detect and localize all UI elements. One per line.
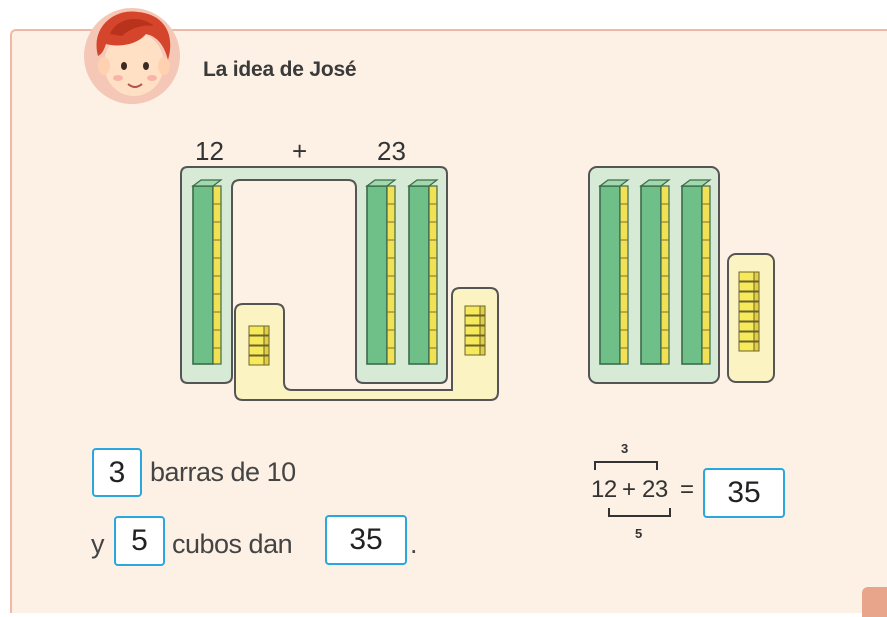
ten-rod-icon <box>640 179 670 365</box>
equation-result-box[interactable]: 35 <box>703 468 785 518</box>
tens-answer-box[interactable]: 3 <box>92 448 142 497</box>
tens-answer-value: 3 <box>108 455 126 489</box>
ten-rod-icon <box>681 179 711 365</box>
ones-label: cubos dan <box>172 529 293 559</box>
equation-addend-a: 12 <box>591 476 617 503</box>
unit-cubes-3 <box>464 305 486 356</box>
sum-answer-box[interactable]: 35 <box>325 515 407 565</box>
equation-plus: + <box>622 476 636 503</box>
equation-result-value: 35 <box>727 476 761 509</box>
line2-prefix: y <box>91 529 105 559</box>
plus-sign: + <box>292 136 307 166</box>
addend-b: 23 <box>377 136 406 166</box>
bottom-bracket-label: 5 <box>635 526 643 541</box>
sentence-period: . <box>410 529 418 559</box>
ten-rod-icon <box>599 179 629 365</box>
ones-group-outline <box>234 287 499 401</box>
top-bracket <box>594 461 658 470</box>
top-bracket-label: 3 <box>621 441 629 456</box>
ones-answer-box[interactable]: 5 <box>114 516 165 566</box>
page-title: La idea de José <box>203 58 357 81</box>
addend-a: 12 <box>195 136 224 166</box>
unit-cubes-2 <box>248 325 270 366</box>
ones-answer-value: 5 <box>131 524 148 557</box>
ten-rod-icon <box>408 179 438 365</box>
equation-addend-b: 23 <box>642 476 668 503</box>
bottom-bracket <box>608 508 671 517</box>
ten-rod-icon <box>366 179 396 365</box>
sum-answer-value: 35 <box>349 523 383 556</box>
boy-avatar-icon <box>84 8 180 104</box>
equation-equals: = <box>680 476 694 503</box>
tens-label: barras de 10 <box>150 457 296 487</box>
page-corner-tab <box>862 587 887 617</box>
unit-cubes-5 <box>738 271 760 352</box>
ten-rod-icon <box>192 179 222 365</box>
